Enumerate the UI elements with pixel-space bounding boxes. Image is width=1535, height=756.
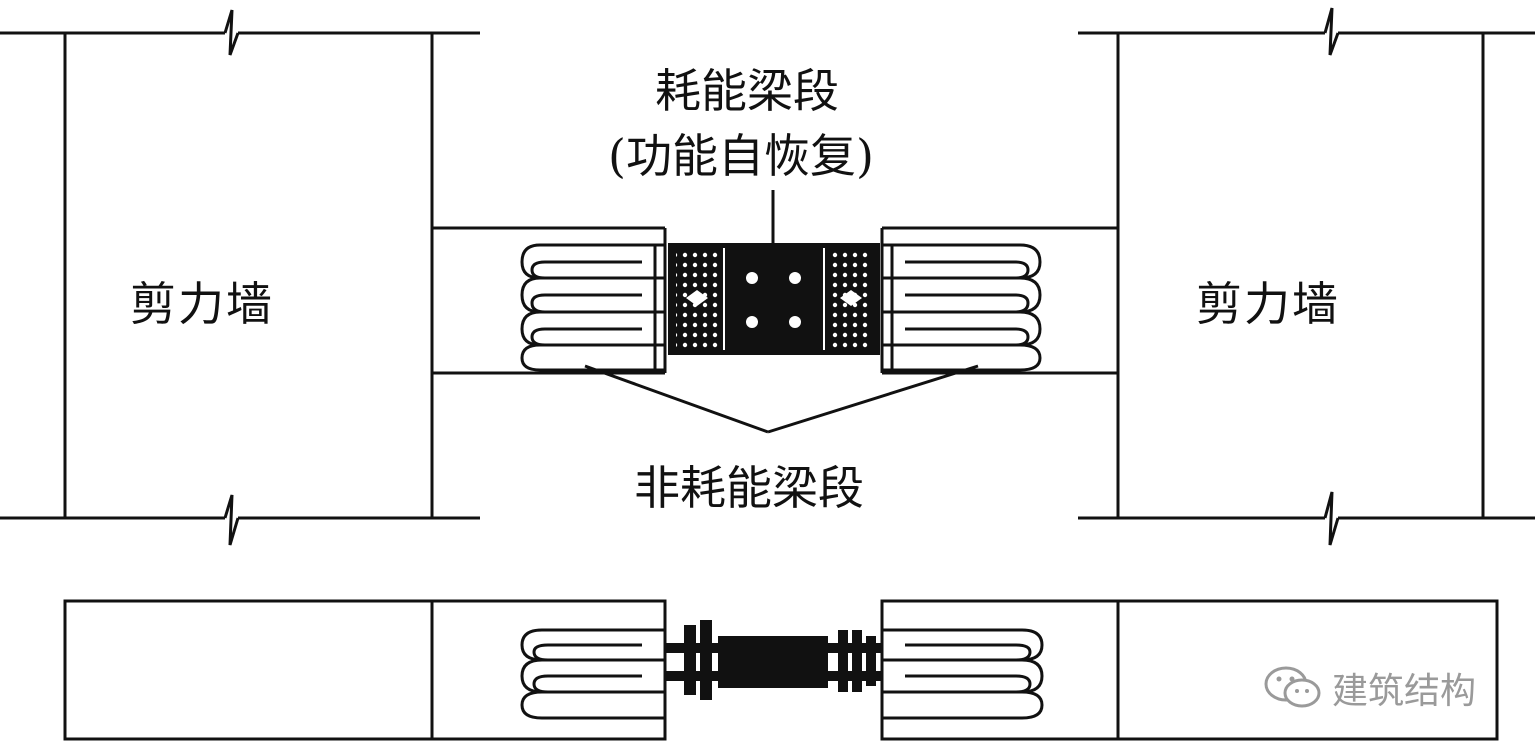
watermark: 建筑结构 [1262,662,1476,714]
non-energy-segment-label: 非耗能梁段 [634,461,864,515]
leader-lines [584,190,979,434]
coupling-beam-outline [432,226,1118,375]
plan-energy-segment [665,620,882,700]
left-wall-label: 剪力墙 [130,277,274,331]
right-wall-label: 剪力墙 [1196,277,1340,331]
wechat-icon [1264,666,1321,708]
left-shear-wall [0,9,480,546]
right-non-energy-segment [882,243,1042,372]
right-shear-wall [1078,7,1535,546]
energy-dissipating-segment [668,243,880,355]
left-non-energy-segment [520,243,665,372]
energy-segment-label: 耗能梁段 [655,64,839,118]
watermark-text: 建筑结构 [1332,671,1477,712]
plan-view [63,599,1499,741]
energy-segment-note: (功能自恢复) [608,129,874,183]
